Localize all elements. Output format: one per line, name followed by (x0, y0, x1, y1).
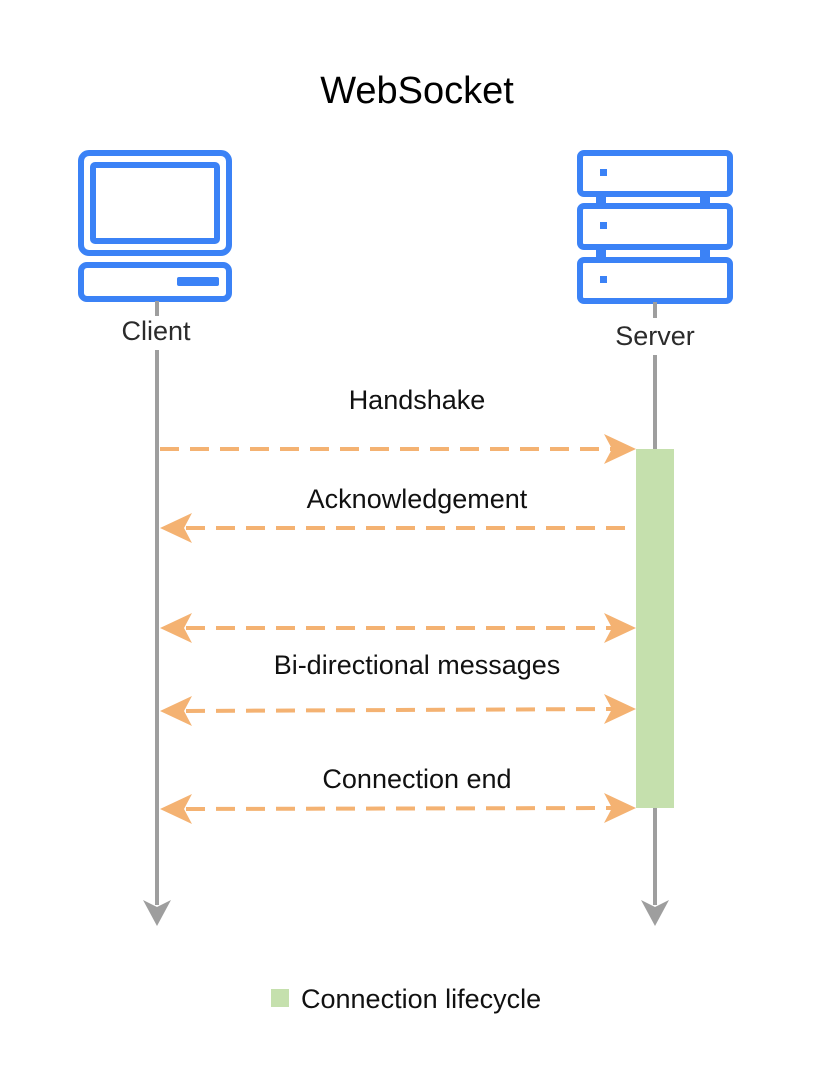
arrowhead-left (160, 794, 192, 824)
arrowhead-right (604, 793, 636, 823)
message-label-bidirectional: Bi-directional messages (274, 650, 561, 680)
arrowhead-left (160, 513, 192, 543)
arrow-bidirectional-2 (185, 707, 613, 713)
message-label-connection-end: Connection end (322, 764, 511, 794)
connection-lifecycle-bar (636, 449, 674, 808)
desktop-computer-icon (78, 150, 232, 302)
server-label: Server (615, 321, 695, 351)
client-label: Client (121, 316, 191, 346)
arrowhead-left (160, 696, 192, 726)
arrowhead-right (604, 694, 636, 724)
arrow-connection-end (185, 806, 613, 811)
message-label-handshake: Handshake (349, 385, 486, 415)
arrowhead-right (604, 613, 636, 643)
arrowhead-right (604, 434, 636, 464)
legend-label: Connection lifecycle (301, 984, 541, 1014)
legend-swatch (271, 989, 289, 1007)
diagram-title: WebSocket (320, 70, 514, 112)
message-label-acknowledgement: Acknowledgement (307, 484, 528, 514)
arrowhead-left (160, 613, 192, 643)
server-rack-icon (577, 150, 733, 304)
legend: Connection lifecycle (271, 984, 541, 1014)
client-lifeline (143, 301, 171, 926)
